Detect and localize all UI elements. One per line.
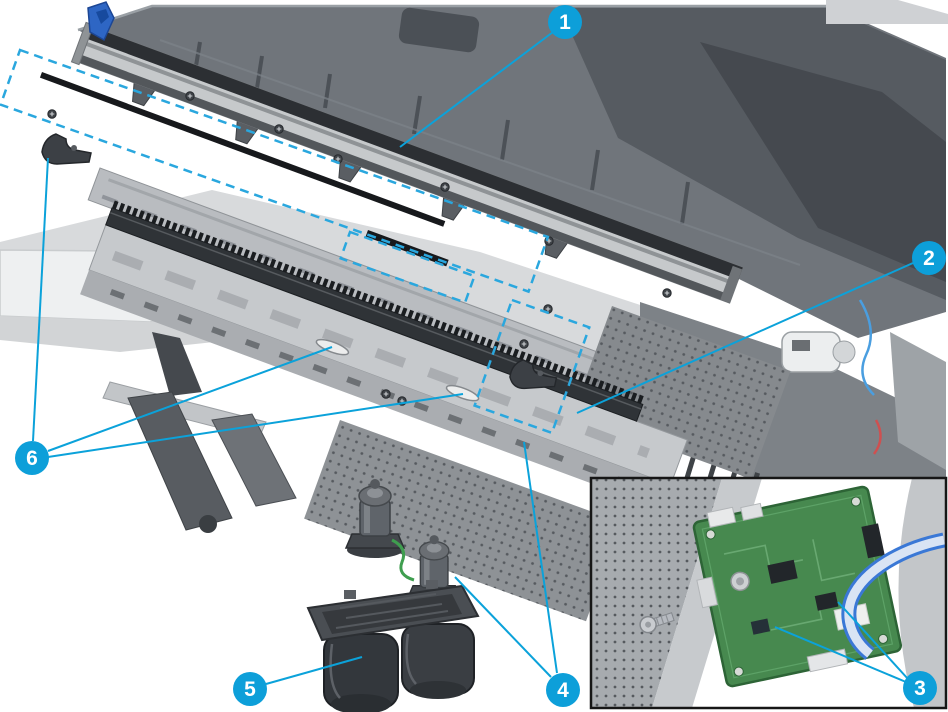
stand-legs	[102, 332, 297, 533]
highlight-box-encoder	[0, 48, 550, 294]
callout-5: 5	[233, 672, 267, 706]
bin-tray	[306, 580, 480, 712]
leader-3a	[837, 601, 909, 680]
callout-1-circle	[548, 5, 582, 39]
callout-6: 6	[15, 441, 49, 475]
leader-3b	[774, 626, 907, 683]
leader-4a	[454, 576, 552, 678]
callouts: 1 2 3 4 5 6	[15, 5, 946, 707]
service-motor	[781, 331, 841, 373]
callout-3: 3	[903, 671, 937, 705]
leader-6a	[32, 157, 49, 442]
blue-clip	[87, 1, 115, 42]
leader-lines	[32, 31, 914, 685]
bracket-part-left	[41, 133, 92, 165]
highlight-boxes	[0, 48, 591, 435]
leader-5	[265, 656, 363, 685]
inset-border	[589, 476, 948, 710]
encoder-strip	[39, 72, 449, 267]
top-rail	[70, 21, 744, 304]
callout-2-circle	[912, 241, 946, 275]
printer-top-cover	[77, 0, 948, 338]
highlight-box-strip	[339, 230, 477, 305]
callout-2: 2	[912, 241, 946, 275]
motor-1-wire	[391, 538, 415, 582]
callout-3-number: 3	[914, 677, 926, 700]
callout-6-circle	[15, 441, 49, 475]
callout-6-number: 6	[26, 447, 38, 470]
inset-screw	[639, 612, 675, 634]
callout-1: 1	[548, 5, 582, 39]
leader-1	[399, 31, 554, 148]
callout-3-circle	[903, 671, 937, 705]
leader-4b	[523, 441, 558, 674]
callout-5-circle	[233, 672, 267, 706]
inset-cable	[841, 532, 946, 660]
leader-2	[576, 262, 914, 414]
highlight-box-sensor	[473, 298, 591, 435]
slot-oval-1	[315, 338, 350, 356]
callout-2-number: 2	[923, 247, 935, 270]
motor-assembly-1	[345, 478, 415, 582]
callout-4-circle	[546, 673, 580, 707]
lower-rail-assembly	[80, 200, 688, 510]
callout-5-number: 5	[244, 678, 256, 701]
leader-6b	[47, 346, 333, 452]
pcb-inset	[589, 476, 948, 710]
callout-1-number: 1	[559, 11, 571, 34]
callout-4: 4	[546, 673, 580, 707]
leader-6c	[47, 393, 464, 458]
callout-4-number: 4	[557, 679, 569, 702]
